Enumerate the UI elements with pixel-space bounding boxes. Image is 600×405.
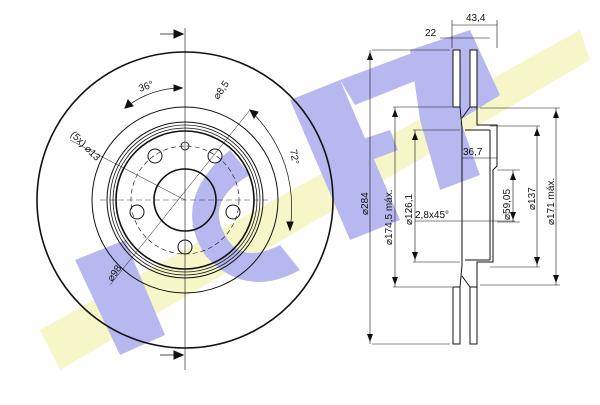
friction-max-label: ⌀174,5 máx.: [384, 190, 395, 246]
section-view-labels: 43,4 22 36,7 2,8x45° ⌀284 ⌀174,5 máx. ⌀1…: [360, 13, 557, 245]
outer-diameter-label: ⌀284: [360, 192, 371, 215]
inner-diameter-label: ⌀126,1: [404, 194, 415, 225]
front-view: [36, 28, 334, 370]
thickness-22-label: 22: [425, 28, 437, 39]
hole-8-5-label: ⌀8,5: [211, 79, 232, 102]
watermark-logo: [40, 30, 590, 370]
hub-diameter-label: ⌀137: [527, 187, 538, 210]
chamfer-label: 2,8x45°: [415, 210, 449, 221]
bolt-holes-label: (5x) ⌀13: [68, 129, 102, 163]
angle-72-label: 72°: [287, 149, 300, 166]
hub-max-label: ⌀171 máx.: [546, 178, 557, 225]
center-bore-label: ⌀59,05: [502, 189, 513, 220]
hub-depth-label: 36,7: [463, 147, 483, 158]
section-view: [367, 20, 560, 345]
width-43-4-label: 43,4: [466, 13, 486, 24]
angle-36-label: 36°: [137, 79, 155, 95]
